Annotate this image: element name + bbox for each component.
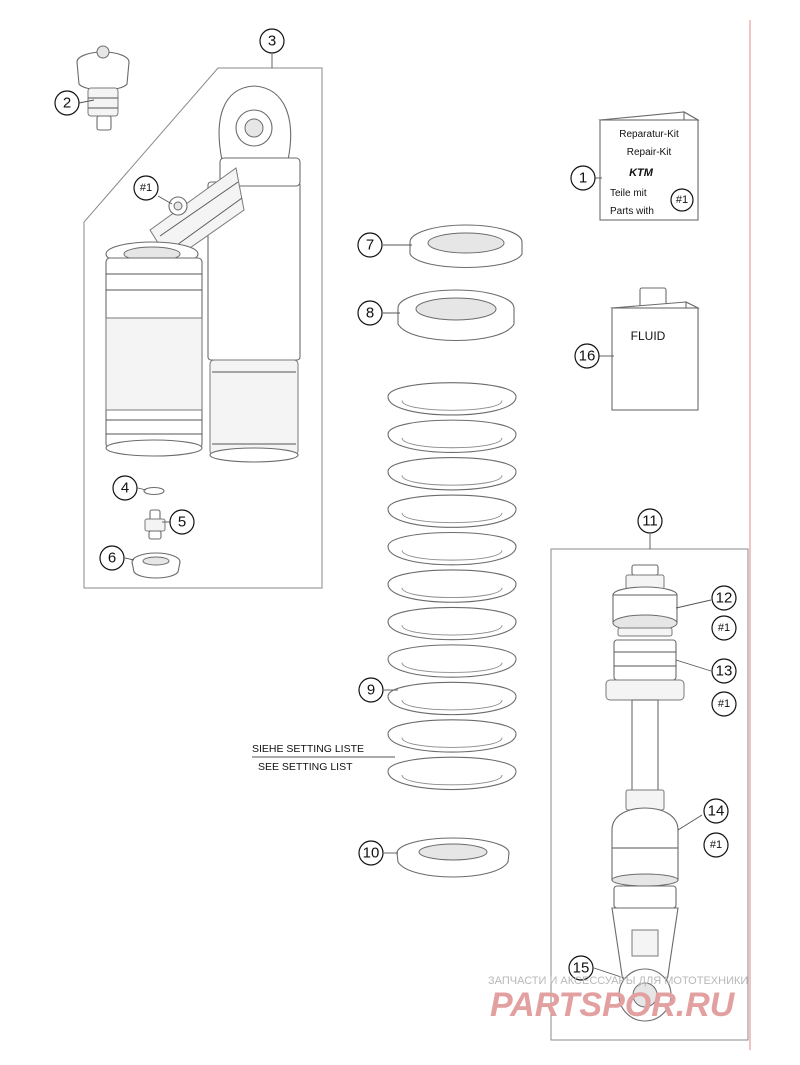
spring-retainer-part [396,837,510,878]
svg-text:6: 6 [108,550,116,567]
setting-note-line2: SEE SETTING LIST [258,761,353,773]
adjusting-ring-part [409,224,523,269]
callout-4: 4 [112,475,138,501]
callout-1: 1 [570,165,596,191]
callout-9: 9 [358,677,384,703]
callout-7: 7 [357,232,383,258]
svg-text:7: 7 [366,237,374,254]
watermark-tagline: ЗАПЧАСТИ И АКСЕССУАРЫ ДЛЯ МОТОТЕХНИКИ [488,975,748,987]
callout-15: 15 [568,955,594,981]
fluid-label: FLUID [631,329,666,343]
shock-body-part [105,85,301,463]
valve-part [144,509,166,540]
fluid-bottle: FLUID [609,287,701,411]
svg-text:2: 2 [63,95,71,112]
group-frame-shock-body [83,67,323,589]
o-ring-part [143,486,165,496]
svg-text:8: 8 [366,305,374,322]
repair-kit-line3: Teile mit [610,188,647,199]
svg-text:3: 3 [268,33,276,50]
damper-rod-assembly [605,564,685,1022]
svg-text:11: 11 [642,513,658,530]
group-frame-damper-rod [550,548,749,1041]
cap-part [131,552,181,579]
lock-ring-part [397,289,515,342]
svg-text:14: 14 [708,803,725,820]
repair-kit-line4: Parts with [610,206,654,217]
svg-text:12: 12 [716,590,733,607]
callout-10: 10 [358,840,384,866]
callout-2: 2 [54,90,80,116]
callout-6: 6 [99,545,125,571]
svg-text:4: 4 [121,480,129,497]
ktm-logo-text: KTM [629,167,654,179]
callout-16: 16 [574,343,600,369]
svg-text:#1: #1 [676,194,688,206]
svg-text:5: 5 [178,514,186,531]
repair-kit-line2: Repair-Kit [627,147,672,158]
svg-text:#1: #1 [140,182,152,194]
repair-kit-line1: Reparatur-Kit [619,129,679,140]
callout-hash1-14: #1 [703,832,729,858]
callout-hash1-13: #1 [711,691,737,717]
svg-text:#1: #1 [718,622,730,634]
svg-text:9: 9 [367,682,375,699]
svg-text:15: 15 [573,960,590,977]
callout-3: 3 [259,28,285,54]
callout-12: 12 [711,585,737,611]
callout-8: 8 [357,300,383,326]
svg-text:16: 16 [579,348,596,365]
callout-hash1-body: #1 [133,175,159,201]
leader-lines [78,54,712,979]
callout-11: 11 [637,508,663,534]
callout-5: 5 [169,509,195,535]
callout-hash1-12: #1 [711,615,737,641]
callout-13: 13 [711,658,737,684]
svg-text:13: 13 [716,663,733,680]
callout-14: 14 [703,798,729,824]
svg-text:#1: #1 [710,839,722,851]
svg-text:10: 10 [363,845,380,862]
svg-text:#1: #1 [718,698,730,710]
adjuster-knob-part [76,45,130,131]
watermark-brand: PARTSPOR.RU [490,986,736,1024]
spring-part [387,382,517,791]
setting-note-line1: SIEHE SETTING LISTE [252,743,364,755]
repair-kit-box: Reparatur-Kit Repair-Kit KTM Teile mit P… [598,111,700,221]
svg-text:1: 1 [579,170,587,187]
callout-hash1-kit: #1 [670,188,694,212]
